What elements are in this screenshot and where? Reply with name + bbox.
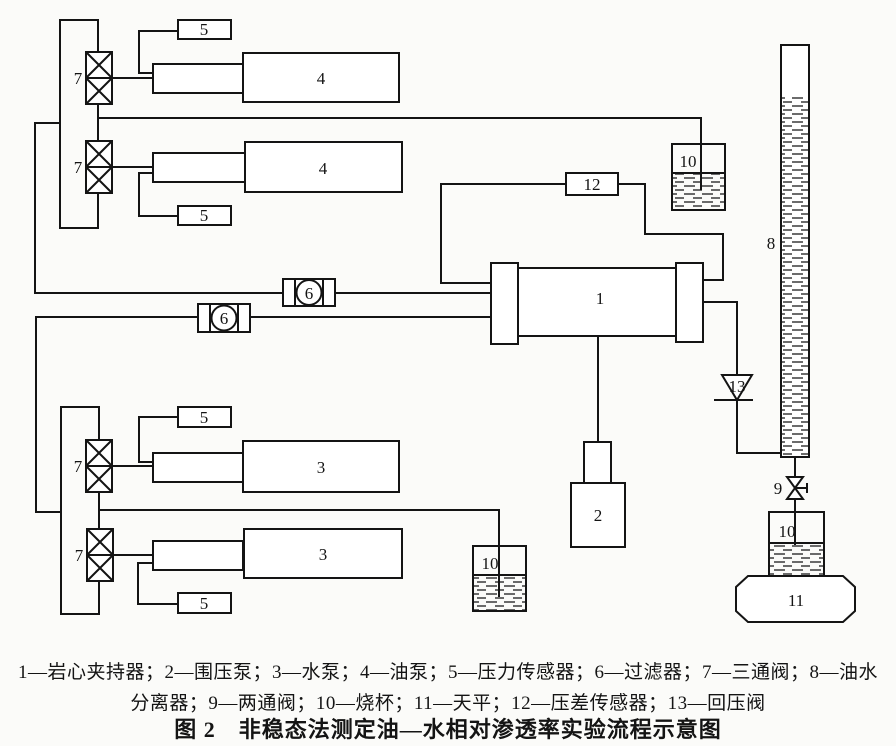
separator-liquid	[782, 97, 808, 455]
water-pump-2-piston	[152, 540, 244, 571]
pipe-sensor5b	[138, 172, 178, 217]
back-pressure-valve-label: 13	[729, 377, 746, 396]
pressure-sensor-3: 5	[177, 406, 232, 428]
water-pump-1-label: 3	[317, 458, 326, 477]
oil-pump-2-piston	[152, 152, 246, 183]
three-way-valve-4-label: 7	[75, 546, 84, 565]
pipe-outlet-to-bpv	[703, 301, 738, 377]
pressure-sensor-4-label: 5	[200, 594, 209, 613]
oil-water-separator-label: 8	[767, 234, 776, 253]
core-holder-label: 1	[596, 289, 605, 308]
pressure-sensor-3-label: 5	[200, 408, 209, 427]
three-way-valve-1: 7	[74, 51, 113, 105]
filter-1-label: 6	[305, 284, 314, 303]
beaker-bottom-left-label: 10	[482, 554, 499, 573]
back-pressure-valve: 13	[714, 374, 754, 402]
three-way-valve-4: 7	[75, 528, 114, 582]
water-pump-1-piston	[152, 452, 244, 483]
water-manifold-frame	[60, 406, 100, 615]
three-way-valve-3: 7	[74, 439, 113, 493]
oil-pump-2: 4	[152, 141, 403, 193]
beaker-bottom-right-liquid	[770, 544, 823, 575]
water-pump-2: 3	[152, 528, 403, 579]
oil-pump-1-piston	[152, 63, 244, 94]
filter-1: 6	[282, 278, 336, 307]
pipe-sensor5c	[138, 416, 178, 463]
confining-pump: 2	[570, 441, 626, 548]
figure-caption-line-2: 分离器；9—两通阀；10—烧杯；11—天平；12—压差传感器；13—回压阀	[130, 693, 766, 714]
beaker-top-right-label: 10	[680, 152, 697, 171]
two-way-valve: 9	[774, 476, 808, 500]
oil-pump-1-body	[242, 52, 400, 103]
pipe-oil-tap-to-beaker	[98, 117, 702, 144]
confining-pump-label: 2	[594, 506, 603, 525]
water-pump-2-label: 3	[319, 545, 328, 564]
pressure-sensor-2-label: 5	[200, 206, 209, 225]
figure-title: 图 2 非稳态法测定油—水相对渗透率实验流程示意图	[174, 717, 722, 742]
oil-water-separator: 8	[767, 44, 810, 458]
pipe-dp-left-tap	[440, 183, 566, 284]
pipes-over	[498, 144, 796, 597]
beaker-bottom-right-label: 10	[779, 522, 796, 541]
dp-sensor-label: 12	[584, 175, 601, 194]
water-manifold	[60, 406, 100, 615]
water-pump-1-body	[242, 440, 400, 493]
three-way-valve-2: 7	[74, 140, 113, 194]
water-pump-1: 3	[152, 440, 400, 493]
three-way-valve-3-label: 7	[74, 457, 83, 476]
pressure-sensor-1: 5	[177, 19, 232, 40]
pressure-sensor-2: 5	[177, 205, 232, 226]
balance: 11	[735, 575, 856, 623]
water-pump-2-body	[243, 528, 403, 579]
pipe-bpv-to-separator	[736, 398, 781, 454]
core-holder-right-cap	[675, 262, 704, 343]
pipe-sensor5d	[137, 562, 178, 605]
core-holder-body	[517, 267, 677, 337]
beaker-bottom-right: 10	[768, 511, 825, 577]
figure-caption-line-1: 1—岩心夹持器；2—围压泵；3—水泵；4—油泵；5—压力传感器；6—过滤器；7—…	[17, 662, 878, 683]
pipe-oil-loop-to-filter	[34, 122, 491, 294]
balance-label: 11	[788, 591, 804, 610]
pressure-sensor-4: 5	[177, 592, 232, 614]
beaker-top-right: 10	[671, 143, 726, 211]
pipes	[34, 30, 796, 605]
core-holder: 1	[490, 262, 704, 345]
oil-pump-2-label: 4	[319, 159, 328, 178]
confining-pump-body	[570, 482, 626, 548]
oil-pump-1: 4	[152, 52, 400, 103]
three-way-valve-1-label: 7	[74, 69, 83, 88]
confining-pump-neck	[583, 441, 612, 484]
filter-2: 6	[197, 303, 251, 333]
pressure-sensor-1-label: 5	[200, 20, 209, 39]
pipe-water-tap-to-beaker	[98, 509, 500, 546]
beaker-top-right-liquid	[673, 174, 724, 209]
pipe-sensor5a	[138, 30, 178, 74]
pipe-water-loop-to-filter	[35, 316, 491, 513]
core-holder-left-cap	[490, 262, 519, 345]
three-way-valve-2-label: 7	[74, 158, 83, 177]
oil-pump-2-body	[244, 141, 403, 193]
dp-sensor: 12	[565, 172, 619, 196]
pipe-dp-right-tap	[618, 183, 724, 281]
two-way-valve-label: 9	[774, 479, 783, 498]
filter-2-label: 6	[220, 309, 229, 328]
oil-pump-1-label: 4	[317, 69, 326, 88]
